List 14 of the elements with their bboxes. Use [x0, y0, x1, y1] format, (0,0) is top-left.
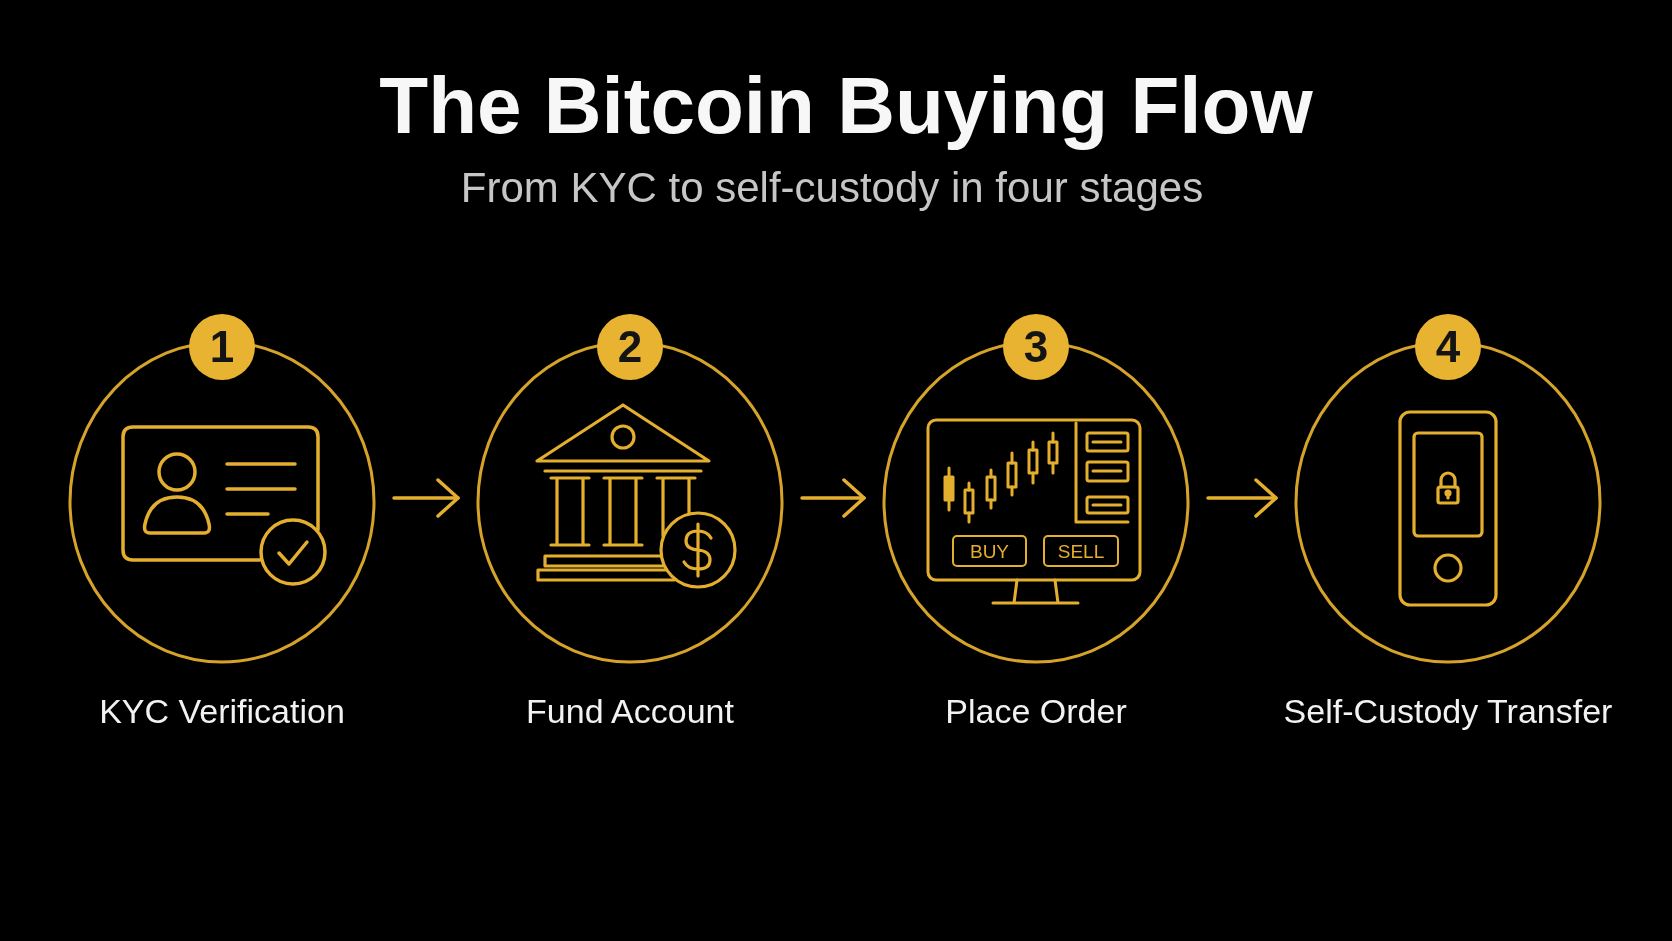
step-number-badge: 2: [597, 314, 663, 380]
buy-button: BUY: [952, 535, 1027, 567]
step-number-badge: 1: [189, 314, 255, 380]
step-number-badge: 3: [1003, 314, 1069, 380]
arrow: [800, 478, 866, 518]
step-label: Place Order: [945, 694, 1127, 728]
step-label: Fund Account: [526, 694, 734, 728]
step-number-badge: 4: [1415, 314, 1481, 380]
step-label: Self-Custody Transfer: [1283, 694, 1613, 728]
sell-button: SELL: [1043, 535, 1119, 567]
arrow: [392, 478, 460, 518]
step-label: KYC Verification: [99, 694, 345, 728]
arrow: [1206, 478, 1278, 518]
subtitle: From KYC to self-custody in four stages: [460, 167, 1204, 209]
